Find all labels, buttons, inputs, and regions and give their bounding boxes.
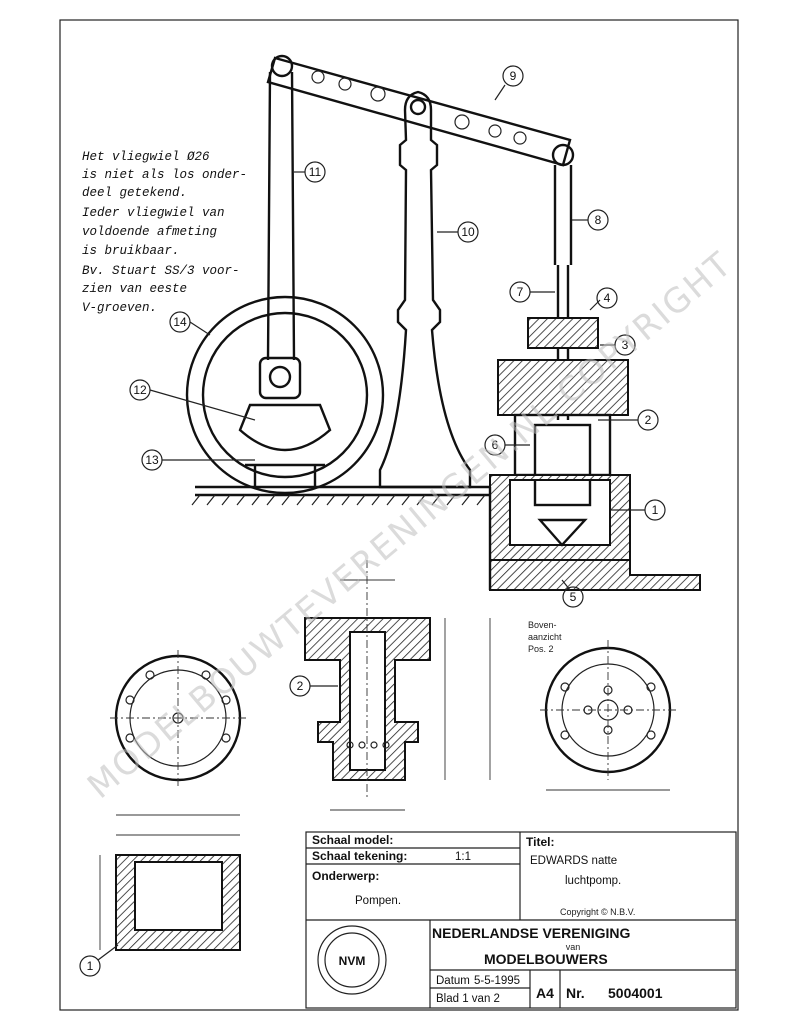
note-line-6: is bruikbaar.: [82, 244, 180, 258]
detail-part-2-section: 2: [289, 560, 491, 811]
pump-cylinder: [488, 317, 701, 591]
svg-text:2: 2: [645, 413, 652, 427]
detail-part-1: 1: [79, 650, 246, 977]
schaal-model-label: Schaal model:: [312, 833, 393, 847]
balloon-6: 6: [484, 434, 530, 456]
balloon-10: 10: [437, 221, 479, 243]
connecting-rod: [266, 71, 296, 361]
onderwerp-value: Pompen.: [355, 895, 401, 907]
column-pivot: [409, 98, 427, 116]
valve-cone: [537, 518, 588, 547]
svg-text:NVM: NVM: [339, 954, 366, 968]
blad-label: Blad 1 van 2: [436, 993, 500, 1005]
svg-text:13: 13: [145, 453, 159, 467]
schaal-tekening-value: 1:1: [455, 851, 471, 863]
ground-hatching: [191, 494, 486, 506]
balloon-2: 2: [598, 409, 659, 431]
piston-rod-link: [553, 165, 573, 265]
crank-bearing: [258, 356, 302, 400]
detail-label-line-3: Pos. 2: [528, 644, 554, 654]
svg-text:12: 12: [133, 383, 147, 397]
part-balloons: 1 2 3 4 5 6 7 8 9 10 11 12 13 14: [129, 65, 666, 608]
nr-value: 5004001: [608, 985, 663, 1001]
note-line-9: V-groeven.: [82, 301, 157, 315]
balloon-5: 5: [561, 579, 584, 608]
flywheel-bracket: [245, 463, 325, 487]
svg-text:3: 3: [622, 338, 629, 352]
balloon-3: 3: [600, 334, 636, 356]
svg-text:4: 4: [604, 291, 611, 305]
note-line-5: voldoende afmeting: [82, 225, 218, 239]
nvm-logo: NVM: [317, 925, 387, 995]
crank-pin: [268, 365, 292, 389]
copyright: Copyright © N.B.V.: [560, 907, 635, 917]
balloon-7: 7: [509, 281, 555, 303]
svg-text:14: 14: [173, 315, 187, 329]
flywheel-inner: [201, 311, 369, 479]
svg-text:6: 6: [492, 438, 499, 452]
balloon-11: 11: [294, 161, 326, 183]
detail-label-line-1: Boven-: [528, 620, 557, 630]
svg-text:1: 1: [87, 959, 94, 973]
org-line-3: MODELBOUWERS: [484, 951, 608, 967]
balloon-14: 14: [169, 311, 211, 336]
detail-label-line-2: aanzicht: [528, 632, 562, 642]
beam-holes: [311, 70, 527, 145]
cross-holes: [346, 741, 390, 749]
nr-label: Nr.: [566, 985, 585, 1001]
part1-holes: [125, 670, 231, 743]
datum-value: 5-5-1995: [474, 975, 520, 987]
balloon-4: 4: [589, 287, 618, 311]
flywheel-note: Het vliegwiel Ø26 is niet als los onder-…: [82, 150, 247, 315]
svg-text:9: 9: [510, 69, 517, 83]
balloon-detail-2: 2: [289, 675, 338, 697]
flywheel-outer: [185, 295, 385, 495]
note-line-2: is niet als los onder-: [82, 168, 247, 182]
format-label: A4: [536, 985, 554, 1001]
note-line-4: Ieder vliegwiel van: [82, 206, 225, 220]
svg-text:11: 11: [309, 165, 322, 179]
beam-end-pin: [551, 143, 575, 167]
onderwerp-label: Onderwerp:: [312, 869, 379, 883]
titel-label: Titel:: [526, 835, 554, 849]
balloon-13: 13: [141, 449, 255, 471]
titel-line-1: EDWARDS natte: [530, 855, 617, 867]
sheet-border: [59, 19, 739, 1011]
schaal-tekening-label: Schaal tekening:: [312, 849, 407, 863]
balloon-12: 12: [129, 379, 256, 421]
column: [378, 90, 472, 489]
org-line-1: NEDERLANDSE VERENIGING: [432, 925, 630, 941]
crank-disc: [238, 403, 332, 452]
titel-line-2: luchtpomp.: [565, 875, 621, 887]
balloon-detail-1: 1: [79, 944, 119, 977]
note-line-7: Bv. Stuart SS/3 voor-: [82, 264, 240, 278]
title-block: Schaal model: Schaal tekening: 1:1 Onder…: [305, 831, 737, 1009]
svg-text:5: 5: [570, 590, 577, 604]
datum-label: Datum: [436, 975, 470, 987]
balloon-9: 9: [494, 65, 524, 101]
balloon-1: 1: [610, 499, 666, 521]
svg-text:7: 7: [517, 285, 524, 299]
note-line-1: Het vliegwiel Ø26: [82, 150, 210, 164]
pump-assembly: [185, 54, 701, 591]
svg-text:10: 10: [461, 225, 475, 239]
detail-top-view: Boven- aanzicht Pos. 2: [528, 620, 676, 791]
balloon-8: 8: [572, 209, 609, 231]
note-line-8: zien van eeste: [82, 282, 187, 296]
note-line-3: deel getekend.: [82, 186, 187, 200]
svg-text:2: 2: [297, 679, 304, 693]
svg-text:8: 8: [595, 213, 602, 227]
svg-text:1: 1: [652, 503, 659, 517]
top-view-holes: [560, 682, 656, 740]
org-line-2: van: [566, 942, 581, 952]
